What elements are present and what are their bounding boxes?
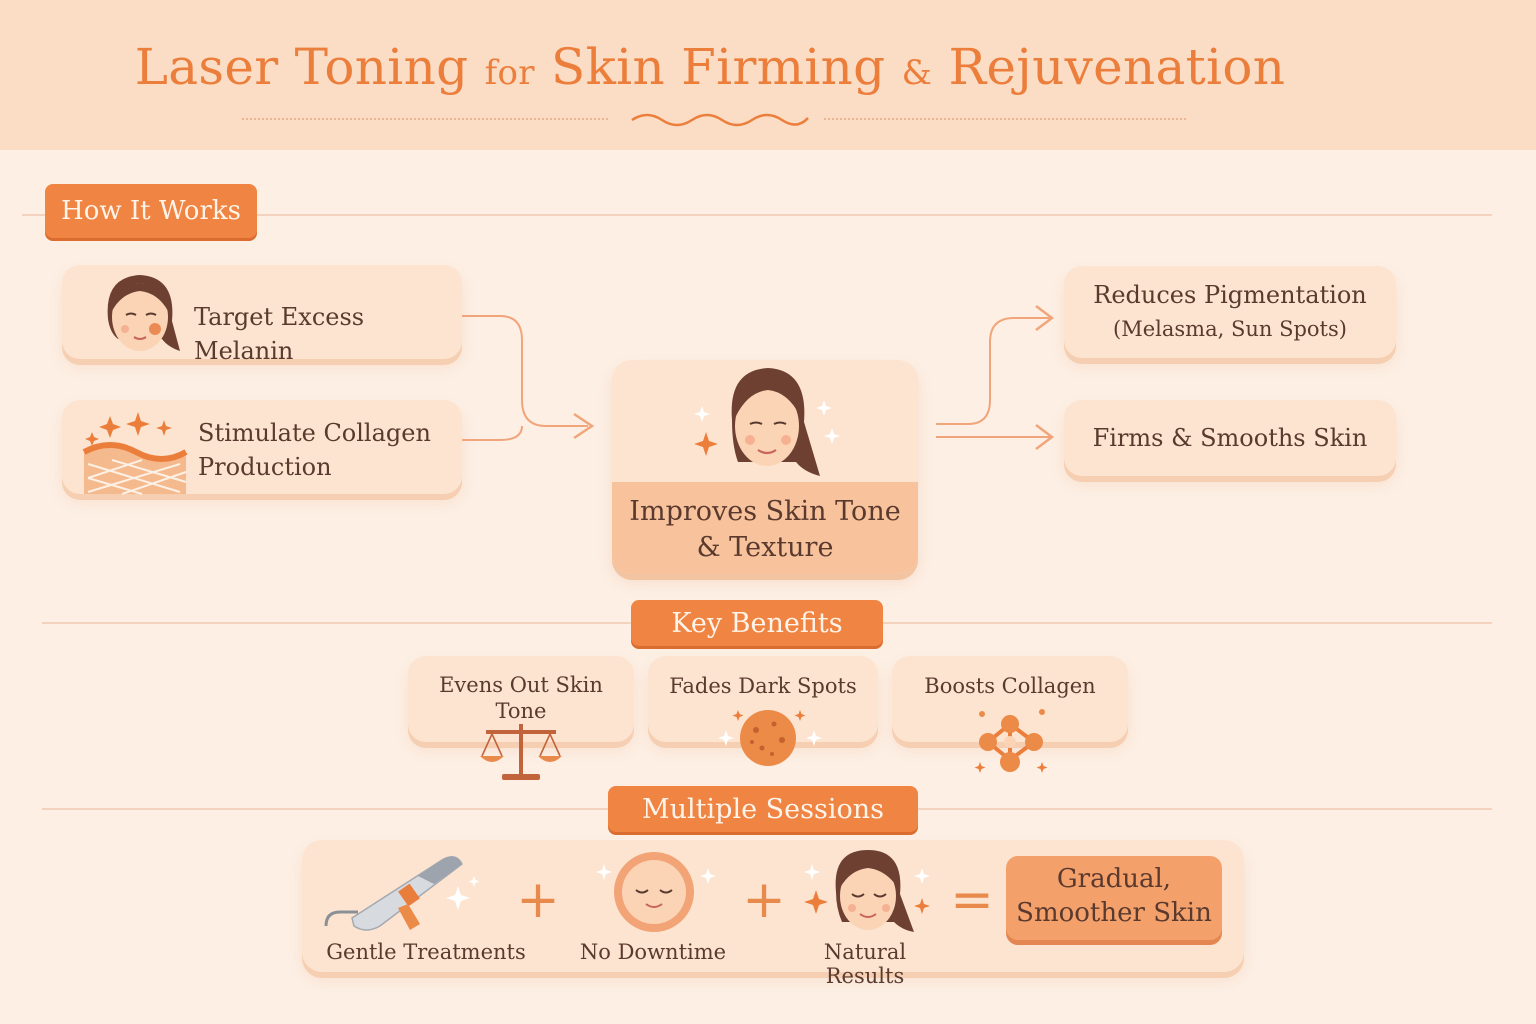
result-line2: Smoother Skin [1016, 898, 1212, 928]
result-line1: Gradual, [1056, 864, 1172, 894]
page-title: Laser Toning for Skin Firming & Rejuvena… [0, 38, 1420, 96]
title-part-for: for [484, 53, 535, 93]
equals-symbol: = [950, 870, 994, 930]
input-label-melanin: Target Excess Melanin [194, 303, 365, 365]
key-benefits-heading: Key Benefits [631, 600, 883, 646]
input-label-collagen: Stimulate Collagen Production [198, 416, 431, 484]
benefit-label-evens-tone: Evens Out Skin Tone [408, 672, 634, 724]
output-card-pigmentation: Reduces Pigmentation (Melasma, Sun Spots… [1064, 266, 1396, 358]
center-label-line1: Improves Skin Tone [629, 496, 901, 527]
key-benefits-heading-text: Key Benefits [671, 607, 843, 639]
title-wave-ornament [631, 113, 809, 127]
output-label-firms: Firms & Smooths Skin [1092, 424, 1368, 452]
how-it-works-heading: How It Works [45, 184, 257, 238]
result-label: Gradual, Smoother Skin [1006, 862, 1222, 930]
multiple-sessions-heading-text: Multiple Sessions [642, 793, 884, 825]
session-label-natural: Natural Results [823, 940, 907, 988]
section-divider [22, 214, 1492, 216]
laser-device-icon [324, 856, 480, 931]
output-label-pigmentation: Reduces Pigmentation (Melasma, Sun Spots… [1064, 278, 1396, 346]
benefit-evens-line2: Tone [495, 699, 547, 723]
header-band [0, 0, 1536, 150]
input-card-melanin: Target Excess Melanin [62, 265, 462, 365]
input-card-collagen: Stimulate Collagen Production [62, 400, 462, 495]
face-melanin-icon [107, 275, 180, 351]
title-part-laser-toning: Laser Toning [134, 38, 469, 96]
title-part-rejuvenation: Rejuvenation [948, 38, 1286, 96]
spotted-circle-icon [718, 710, 822, 766]
input-label-collagen-line2: Production [198, 453, 332, 481]
session-label-no-downtime: No Downtime [579, 940, 727, 964]
glowing-face-icon [694, 368, 840, 476]
plus-symbol: + [742, 870, 786, 930]
output-pigmentation-line1: Reduces Pigmentation [1093, 281, 1367, 309]
how-it-works-heading-text: How It Works [61, 196, 241, 226]
input-label-collagen-line1: Stimulate Collagen [198, 419, 431, 447]
center-card-label: Improves Skin Tone & Texture [612, 494, 918, 566]
molecule-icon [974, 709, 1048, 773]
result-box: Gradual, Smoother Skin [1006, 856, 1222, 940]
plus-symbol: + [516, 870, 560, 930]
smiling-face-icon [804, 850, 930, 932]
benefit-label-collagen: Boosts Collagen [924, 674, 1096, 698]
center-card-footer [612, 482, 918, 574]
title-part-skin-firming: Skin Firming [551, 38, 886, 96]
skin-layer-icon [82, 412, 188, 495]
center-card: Improves Skin Tone & Texture [612, 360, 918, 574]
center-label-line2: & Texture [696, 532, 834, 563]
benefit-evens-line1: Evens Out Skin [439, 673, 603, 697]
multiple-sessions-heading: Multiple Sessions [608, 786, 918, 832]
title-part-ampersand: & [901, 53, 933, 93]
relaxed-face-icon [596, 852, 716, 932]
balance-scale-icon [480, 724, 562, 780]
output-card-firms: Firms & Smooths Skin [1064, 400, 1396, 476]
benefit-label-dark-spots: Fades Dark Spots [669, 674, 857, 698]
title-divider-right [824, 118, 1186, 120]
session-label-gentle: Gentle Treatments [326, 940, 526, 964]
output-pigmentation-line2: (Melasma, Sun Spots) [1113, 317, 1347, 341]
title-divider-left [242, 118, 608, 120]
